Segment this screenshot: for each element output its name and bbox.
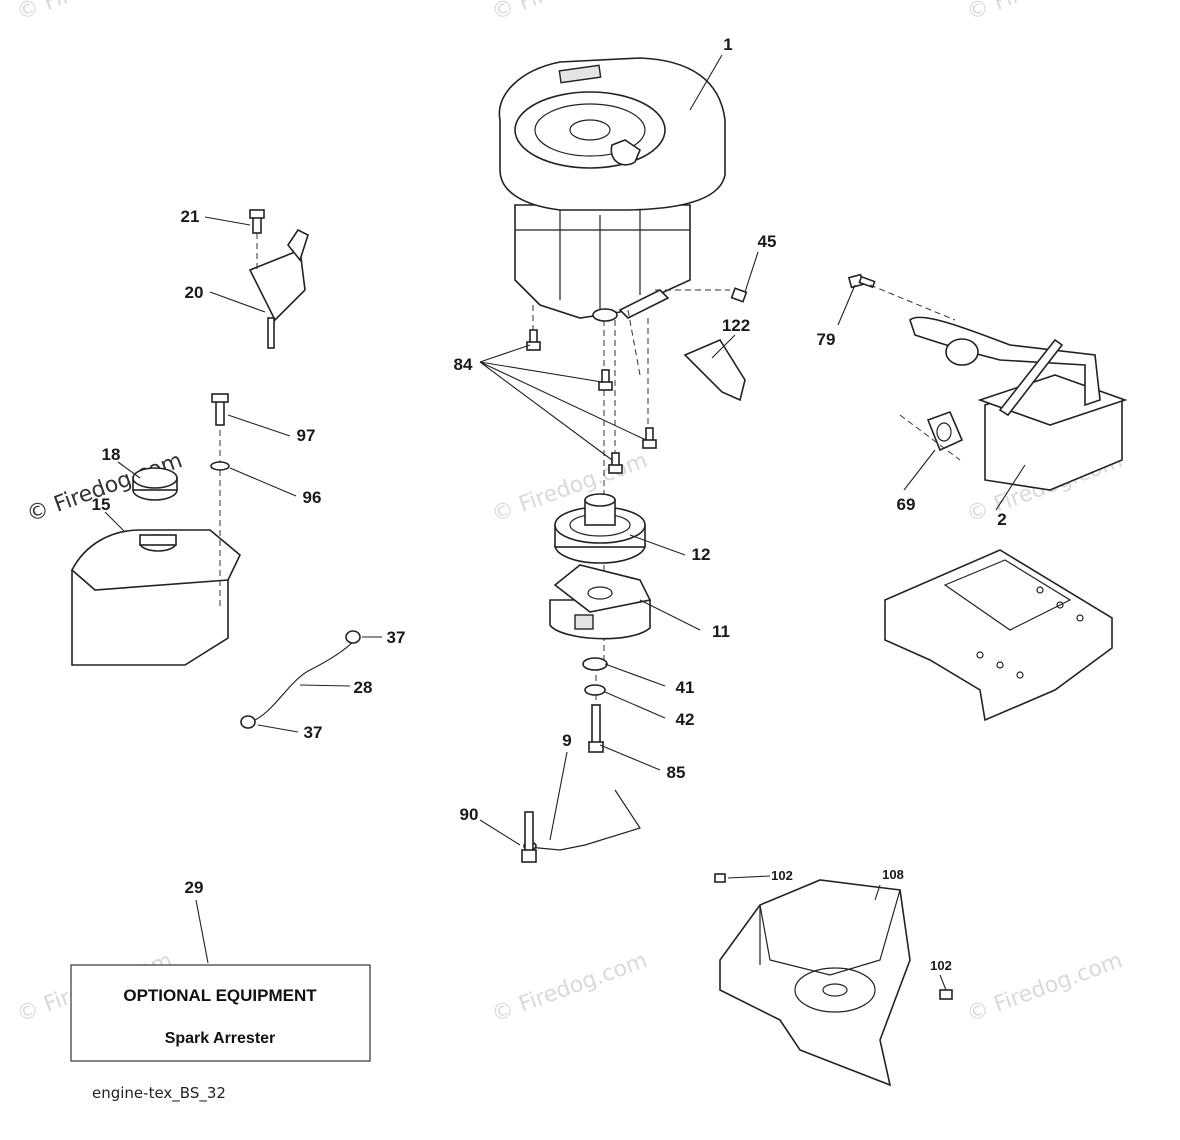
hose-clamp bbox=[345, 630, 361, 644]
hose-clamp bbox=[240, 715, 256, 729]
callout-18: 18 bbox=[102, 445, 121, 464]
electric-clutch bbox=[549, 564, 652, 640]
callout-20: 20 bbox=[185, 283, 204, 302]
callout-45: 45 bbox=[758, 232, 777, 251]
callout-69: 69 bbox=[897, 495, 916, 514]
callout-28: 28 bbox=[354, 678, 373, 697]
engine-mount-plate bbox=[884, 549, 1113, 722]
callout-90: 90 bbox=[460, 805, 479, 824]
optional-equipment-title: OPTIONAL EQUIPMENT bbox=[123, 986, 317, 1005]
engine-pulley bbox=[554, 493, 646, 564]
callout-37: 37 bbox=[387, 628, 406, 647]
fuel-cap bbox=[132, 467, 178, 501]
muffler bbox=[909, 316, 1128, 491]
engine-illustration bbox=[498, 57, 726, 322]
belt-guard bbox=[719, 879, 911, 1087]
belt-guide-rod bbox=[527, 789, 641, 851]
callout-1: 1 bbox=[723, 35, 732, 54]
diagram-reference-code: engine-tex_BS_32 bbox=[92, 1084, 226, 1103]
callout-29: 29 bbox=[185, 878, 204, 897]
callout-108: 108 bbox=[882, 867, 904, 882]
spark-arrester-label: Spark Arrester bbox=[165, 1030, 276, 1047]
nut bbox=[730, 287, 748, 303]
callout-102: 102 bbox=[930, 958, 952, 973]
fuel-line bbox=[254, 639, 356, 721]
exhaust-bolt bbox=[847, 273, 876, 289]
callout-21: 21 bbox=[181, 207, 200, 226]
leader-lines bbox=[104, 54, 1026, 991]
throttle-control bbox=[248, 209, 309, 349]
heat-shield bbox=[683, 338, 746, 402]
watermark: © Firedog.com bbox=[964, 0, 1126, 26]
callout-96: 96 bbox=[303, 488, 322, 507]
watermark: © Firedog.com bbox=[964, 948, 1126, 1027]
callout-labels: 1 2 9 11 12 15 18 20 21 28 29 37 37 41 4… bbox=[92, 35, 1007, 973]
callout-122: 122 bbox=[722, 316, 750, 335]
engine-mount-bolts bbox=[526, 305, 657, 474]
callout-11: 11 bbox=[712, 622, 730, 641]
callout-84: 84 bbox=[454, 355, 473, 374]
callout-42: 42 bbox=[676, 710, 695, 729]
callout-102: 102 bbox=[771, 868, 793, 883]
watermark: © Firedog.com bbox=[14, 0, 176, 26]
tank-washer bbox=[210, 461, 230, 471]
lock-washer bbox=[584, 684, 606, 696]
callout-9: 9 bbox=[562, 731, 571, 750]
callout-97: 97 bbox=[297, 426, 316, 445]
callout-85: 85 bbox=[667, 763, 686, 782]
pulley-bolt bbox=[588, 704, 604, 753]
spacer-washer bbox=[582, 657, 608, 671]
optional-equipment-box: OPTIONAL EQUIPMENT Spark Arrester bbox=[70, 964, 371, 1062]
tank-screw bbox=[211, 393, 229, 426]
watermark: © Firedog.com bbox=[489, 0, 651, 26]
exhaust-gasket bbox=[926, 410, 964, 452]
callout-12: 12 bbox=[692, 545, 711, 564]
callout-2: 2 bbox=[997, 510, 1006, 529]
callout-79: 79 bbox=[817, 330, 836, 349]
callout-15: 15 bbox=[92, 495, 111, 514]
callout-41: 41 bbox=[676, 678, 695, 697]
callout-37: 37 bbox=[304, 723, 323, 742]
fuel-tank bbox=[70, 529, 241, 666]
guide-bolt bbox=[521, 811, 537, 863]
watermark: © Firedog.com bbox=[489, 948, 651, 1027]
